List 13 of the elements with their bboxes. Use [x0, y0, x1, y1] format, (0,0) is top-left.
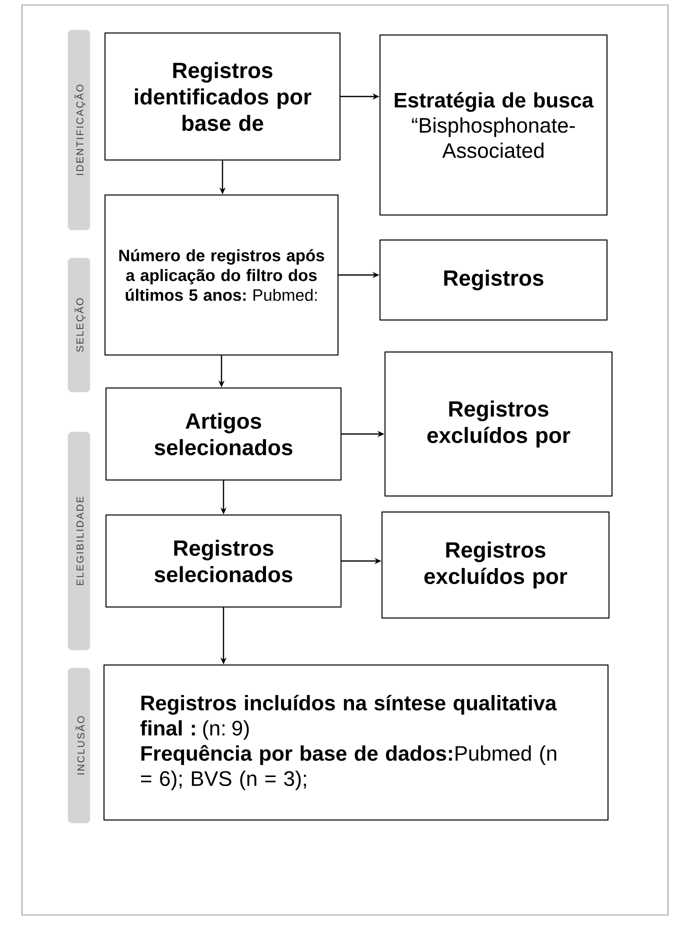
process-box: Registros incluídos na síntese qualitativa final : (n: 9) Frequência por base de dados:Pubmed (n = 6); BVS (n = 3);: [104, 664, 608, 820]
process-box: Número de registros após a aplicação do filtro dos últimos 5 anos: Pubmed:: [104, 194, 338, 356]
process-box: Registros excluídos por: [384, 352, 612, 496]
phase-band: INCLUSÃO: [68, 668, 90, 824]
process-box: Registros selecionados: [106, 514, 342, 608]
process-box: Registros: [380, 240, 608, 320]
phase-band: IDENTIFICAÇÃO: [68, 30, 90, 230]
process-box: Artigos selecionados: [106, 388, 342, 480]
phase-band: ELEGIBILIDADE: [68, 432, 90, 650]
phase-band: SELEÇÃO: [68, 258, 90, 392]
process-box: Registros excluídos por: [382, 512, 610, 618]
process-box: Registros identificados por base de: [104, 32, 340, 160]
process-box: Estratégia de busca “Bisphosphonate-Associated: [380, 34, 608, 216]
